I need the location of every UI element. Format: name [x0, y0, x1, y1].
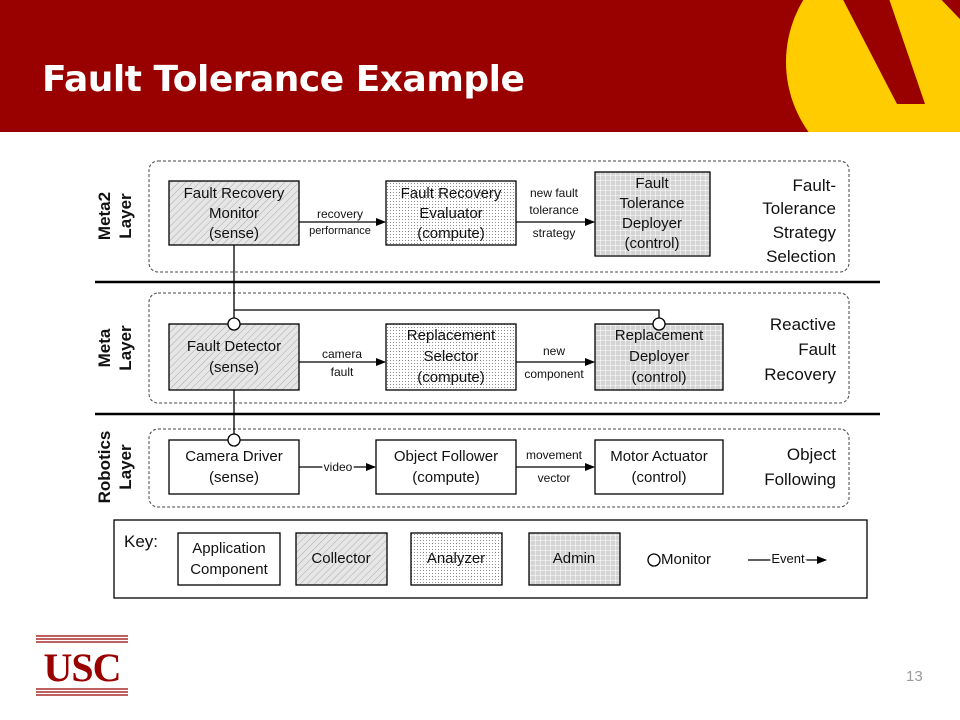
event-label-component: component — [524, 367, 584, 381]
svg-text:Fault: Fault — [798, 340, 836, 359]
svg-text:Motor Actuator: Motor Actuator — [610, 448, 708, 465]
robotics-layer-label: Robotics Layer — [95, 431, 135, 504]
meta-layer-description: Reactive Fault Recovery — [764, 315, 836, 384]
svg-text:(compute): (compute) — [412, 469, 480, 486]
usc-logo-graphic: USC — [36, 635, 128, 696]
svg-text:Strategy: Strategy — [773, 223, 837, 242]
svg-text:Fault Detector: Fault Detector — [187, 338, 281, 355]
svg-text:Analyzer: Analyzer — [427, 550, 485, 567]
event-label-performance: performance — [309, 225, 371, 237]
svg-text:Robotics: Robotics — [95, 431, 114, 504]
svg-text:Object: Object — [787, 445, 836, 464]
title-banner: Fault Tolerance Example — [0, 0, 960, 132]
svg-text:Deployer: Deployer — [629, 348, 689, 365]
svg-text:Fault: Fault — [635, 175, 669, 192]
monitor-link-deployer — [234, 309, 660, 324]
event-label-fault: fault — [331, 365, 354, 379]
svg-text:(compute): (compute) — [417, 369, 485, 386]
replacement-deployer-box: Replacement Deployer (control) — [594, 323, 724, 391]
svg-text:Fault Recovery: Fault Recovery — [184, 185, 285, 202]
svg-text:Object Follower: Object Follower — [394, 448, 498, 465]
svg-text:(control): (control) — [624, 235, 679, 252]
svg-text:(sense): (sense) — [209, 225, 259, 242]
key-monitor-circle — [647, 553, 661, 567]
robotics-layer-description: Object Following — [764, 445, 836, 489]
fault-detector-box: Fault Detector (sense) — [168, 323, 300, 391]
meta2-layer-description: Fault- Tolerance Strategy Selection — [762, 176, 836, 266]
key-admin: Admin — [528, 532, 621, 586]
key-analyzer: Analyzer — [410, 532, 503, 586]
svg-text:Following: Following — [764, 470, 836, 489]
svg-text:Layer: Layer — [116, 444, 135, 490]
svg-text:Admin: Admin — [553, 550, 596, 567]
svg-text:Selection: Selection — [766, 247, 836, 266]
svg-text:USC: USC — [43, 645, 120, 690]
meta-layer-container — [148, 292, 850, 404]
monitor-circle-replacement-deployer — [652, 317, 666, 331]
usc-logo: USC — [34, 634, 130, 703]
svg-text:Tolerance: Tolerance — [762, 199, 836, 218]
meta2-layer-container — [148, 160, 850, 273]
page-number: 13 — [906, 668, 923, 685]
svg-text:Reactive: Reactive — [770, 315, 836, 334]
svg-text:Component: Component — [190, 561, 268, 578]
svg-text:Application: Application — [192, 540, 265, 557]
event-label-new-fault: new fault — [530, 186, 579, 200]
svg-text:Monitor: Monitor — [209, 205, 259, 222]
diagram-key: Key: Application Component Collector Ana… — [113, 519, 868, 599]
event-label-recovery: recovery — [317, 207, 363, 221]
svg-text:Deployer: Deployer — [622, 215, 682, 232]
key-collector: Collector — [295, 532, 388, 586]
fault-recovery-evaluator-box: Fault Recovery Evaluator (compute) — [385, 180, 517, 246]
event-label-movement: movement — [526, 448, 583, 462]
svg-text:Meta: Meta — [95, 328, 114, 367]
motor-actuator-box: Motor Actuator (control) — [594, 439, 724, 495]
fault-recovery-monitor-box: Fault Recovery Monitor (sense) — [168, 180, 300, 246]
meta-layer-label: Meta Layer — [95, 325, 135, 371]
svg-text:Replacement: Replacement — [615, 327, 704, 344]
monitor-circle-fault-detector — [227, 317, 241, 331]
replacement-selector-box: Replacement Selector (compute) — [385, 323, 517, 391]
event-label-video: video — [324, 460, 353, 474]
v-logo-graphic — [786, 0, 960, 132]
key-monitor-label: Monitor — [661, 551, 711, 568]
svg-text:Selector: Selector — [423, 348, 478, 365]
event-label-vector: vector — [538, 471, 571, 485]
meta2-layer-label: Meta2 Layer — [95, 192, 135, 240]
svg-text:Fault-: Fault- — [793, 176, 836, 195]
svg-text:Layer: Layer — [116, 193, 135, 239]
svg-text:(control): (control) — [631, 369, 686, 386]
robotics-layer-container — [148, 428, 850, 508]
svg-text:(control): (control) — [631, 469, 686, 486]
svg-text:Layer: Layer — [116, 325, 135, 371]
slide-title: Fault Tolerance Example — [42, 59, 525, 100]
event-label-strategy: strategy — [533, 226, 576, 240]
svg-text:(compute): (compute) — [417, 225, 485, 242]
key-application-component: Application Component — [177, 532, 281, 586]
svg-text:Evaluator: Evaluator — [419, 205, 482, 222]
svg-text:Collector: Collector — [311, 550, 370, 567]
object-follower-box: Object Follower (compute) — [375, 439, 517, 495]
monitor-circle-camera-driver — [227, 433, 241, 447]
event-label-tolerance: tolerance — [529, 203, 579, 217]
event-label-camera: camera — [322, 347, 362, 361]
banner-background — [0, 0, 960, 132]
svg-text:Meta2: Meta2 — [95, 192, 114, 240]
fault-tolerance-deployer-box: Fault Tolerance Deployer (control) — [594, 171, 711, 257]
svg-text:Tolerance: Tolerance — [619, 195, 684, 212]
camera-driver-box: Camera Driver (sense) — [168, 439, 300, 495]
svg-text:Fault Recovery: Fault Recovery — [401, 185, 502, 202]
event-label-new: new — [543, 344, 565, 358]
svg-text:(sense): (sense) — [209, 469, 259, 486]
svg-text:Camera Driver: Camera Driver — [185, 448, 283, 465]
svg-text:Recovery: Recovery — [764, 365, 836, 384]
svg-text:Replacement: Replacement — [407, 327, 496, 344]
key-title: Key: — [124, 532, 158, 551]
key-event-label: Event — [771, 551, 805, 566]
svg-text:(sense): (sense) — [209, 359, 259, 376]
